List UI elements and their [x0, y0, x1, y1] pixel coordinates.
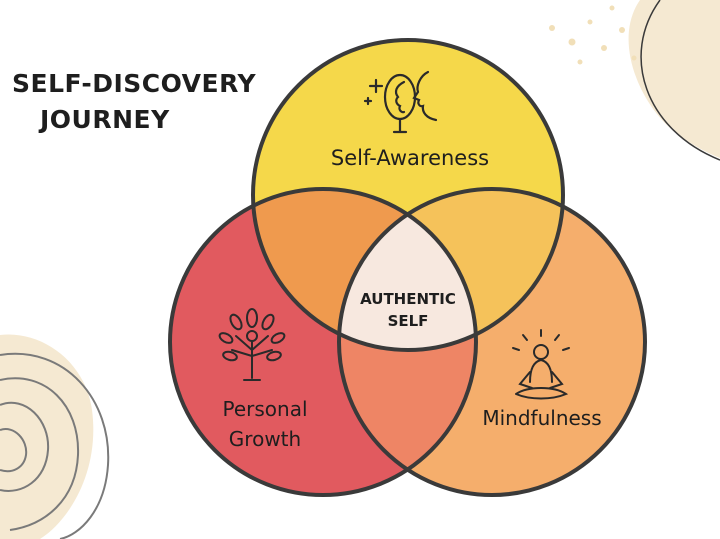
mirror-face-icon — [363, 70, 438, 134]
authentic-self-line-2: SELF — [387, 312, 429, 330]
personal-growth-line-2: Growth — [228, 427, 302, 451]
decor-top-right — [549, 0, 720, 161]
mindfulness-label: Mindfulness — [482, 406, 602, 430]
title-line-2: JOURNEY — [40, 105, 170, 134]
circle-outlines — [168, 38, 647, 497]
tree-person-icon — [218, 308, 286, 381]
meditation-icon — [512, 329, 570, 400]
authentic-self-line-1: AUTHENTIC — [360, 290, 456, 308]
authentic-self-label: AUTHENTIC SELF — [345, 288, 471, 332]
decor-bottom-left — [0, 334, 110, 539]
authentic-self-region — [339, 189, 476, 350]
title-line-1: SELF-DISCOVERY — [12, 69, 257, 98]
personal-growth-label: Personal Growth — [180, 394, 350, 454]
self-awareness-label: Self-Awareness — [330, 146, 490, 170]
diagram-title: SELF-DISCOVERY JOURNEY — [12, 66, 262, 138]
personal-growth-line-1: Personal — [222, 397, 308, 421]
